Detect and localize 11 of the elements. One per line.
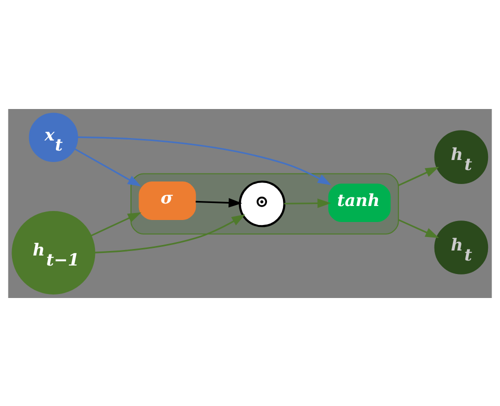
arrow [398,218,439,238]
arrow [284,198,332,208]
arrow [196,198,242,208]
node-box: σ [138,181,196,220]
arrow [90,212,142,236]
node-circle: ⊙ [238,180,286,227]
arrow [398,166,439,186]
arrow [94,214,246,253]
node-box: tanh [328,183,391,222]
arrow [78,136,332,185]
arrow [74,148,142,186]
